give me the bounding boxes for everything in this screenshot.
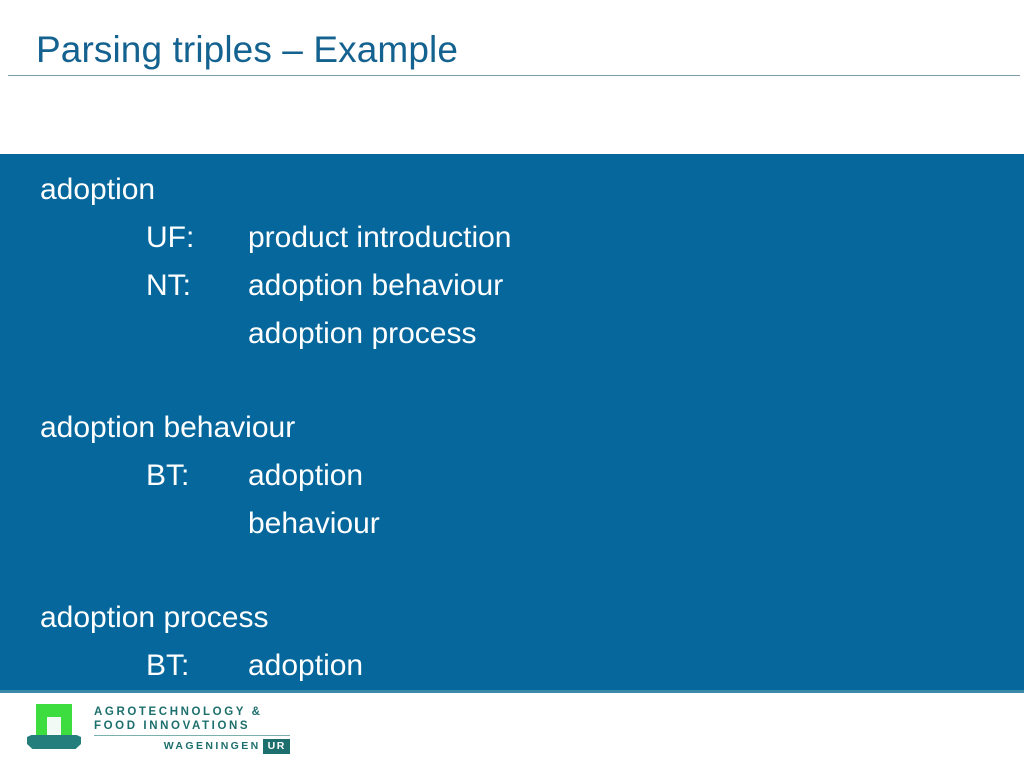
content-panel [0, 154, 1024, 690]
entry-relation-row: NT: adoption behaviour [40, 262, 980, 310]
slide-title-area: Parsing triples – Example [0, 0, 1024, 108]
logo-base-shape [27, 735, 81, 749]
logo-wageningen-text: WAGENINGEN [163, 739, 261, 752]
title-divider [8, 75, 1020, 76]
wageningen-ur-logo: AGROTECHNOLOGY & FOOD INNOVATIONS WAGENI… [26, 699, 290, 759]
entry-relation-row: BT: adoption [40, 642, 980, 690]
relation-value: adoption [248, 459, 364, 492]
panel-bottom-edge [0, 690, 1024, 693]
relation-tag: NT: [146, 269, 191, 302]
relation-value: adoption behaviour [248, 269, 504, 302]
thesaurus-entry: adoption behaviour BT: adoption behaviour [40, 404, 980, 548]
page-title: Parsing triples – Example [36, 29, 459, 70]
logo-line-1: AGROTECHNOLOGY & [94, 705, 263, 718]
relation-value: product introduction [248, 221, 512, 254]
logo-line-2: FOOD INNOVATIONS [94, 719, 251, 732]
relation-tag: UF: [146, 221, 195, 254]
thesaurus-entry: adoption UF: product introduction NT: adop… [40, 166, 980, 358]
entry-relation-row: BT: adoption [40, 452, 980, 500]
relation-tag: BT: [146, 649, 190, 682]
logo-ur-badge: UR [262, 738, 290, 754]
logo-arch-notch [47, 717, 61, 738]
relation-value-continuation: behaviour [248, 507, 380, 540]
entry-term: adoption process [40, 601, 269, 634]
agrotechnology-logo-icon [26, 702, 82, 756]
logo-wordmark: AGROTECHNOLOGY & FOOD INNOVATIONS WAGENI… [94, 705, 290, 754]
logo-divider [94, 734, 290, 736]
thesaurus-entry-list: adoption UF: product introduction NT: adop… [40, 166, 980, 690]
entry-term: adoption behaviour [40, 411, 296, 444]
entry-term: adoption [40, 173, 156, 206]
relation-value: adoption [248, 649, 364, 682]
relation-value-continuation: adoption process [248, 317, 477, 350]
entry-relation-row: UF: product introduction [40, 214, 980, 262]
thesaurus-entry: adoption process BT: adoption [40, 594, 980, 690]
relation-tag: BT: [146, 459, 190, 492]
